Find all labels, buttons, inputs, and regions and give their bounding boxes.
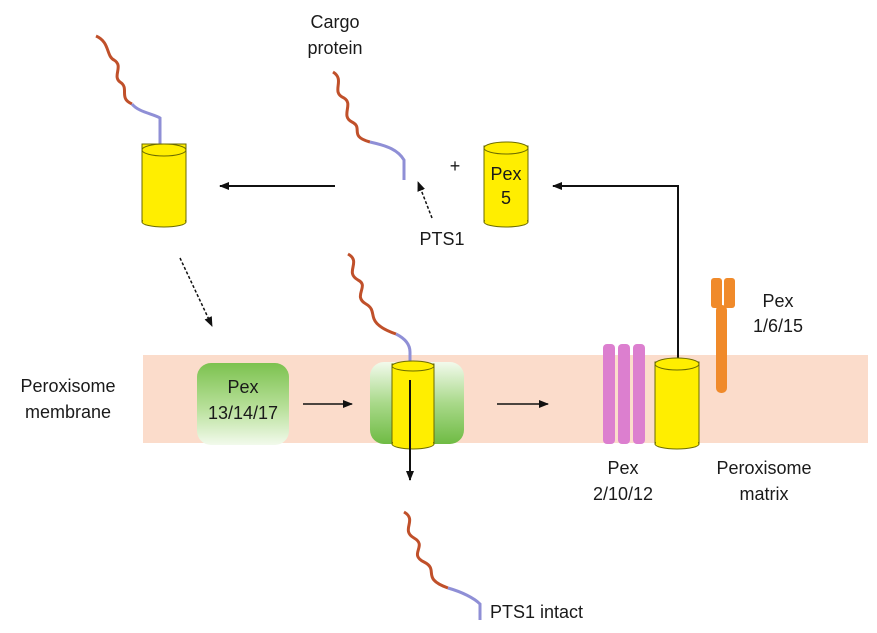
membrane-label-line2: membrane — [25, 402, 111, 422]
pts1-pointer-arrow — [417, 181, 433, 219]
pts1-tail — [369, 140, 406, 180]
cargo-protein-chain — [95, 34, 133, 106]
pex5-cylinder — [141, 143, 187, 228]
matrix-label-line2: matrix — [740, 484, 789, 504]
pts1-label: PTS1 — [419, 229, 464, 249]
cargo-protein-label-line2: protein — [307, 38, 362, 58]
pex2-10-12-label-line2: 2/10/12 — [593, 484, 653, 504]
cargo-protein-chain — [403, 510, 449, 590]
free-pex5-receptor: Pex 5 — [483, 141, 529, 228]
membrane-label-line1: Peroxisome — [20, 376, 115, 396]
released-cargo-protein — [403, 510, 482, 620]
pts1-tail — [395, 332, 412, 364]
recycling-arrow — [552, 182, 679, 360]
pex1-6-15-label-line2: 1/6/15 — [753, 316, 803, 336]
cargo-protein-chain — [332, 70, 371, 144]
pex5-at-membrane — [654, 357, 700, 450]
pex13-14-17-label-line1: Pex — [227, 377, 258, 397]
cargo-protein-label-line1: Cargo — [310, 12, 359, 32]
pex1-6-15-complex — [711, 278, 735, 393]
pex1-6-15-label-line1: Pex — [762, 291, 793, 311]
cargo-protein-chain — [347, 252, 397, 336]
pex5-label-line2: 5 — [501, 188, 511, 208]
pex2-10-12-label-line1: Pex — [607, 458, 638, 478]
pts1-intact-label: PTS1 intact — [490, 602, 583, 622]
pts1-tail — [447, 586, 482, 620]
pex5-label-line1: Pex — [490, 164, 521, 184]
plus-sign: + — [450, 156, 461, 176]
matrix-label-line1: Peroxisome — [716, 458, 811, 478]
pts1-tail — [130, 102, 162, 148]
pex13-14-17-docking-complex: Pex 13/14/17 — [197, 363, 289, 445]
pex2-10-12-complex — [603, 344, 645, 444]
translocation-complex — [347, 252, 464, 481]
docking-arrow — [179, 257, 213, 327]
free-cargo-protein — [332, 70, 406, 180]
pex5-cargo-complex-top-left — [95, 34, 187, 228]
pex13-14-17-label-line2: 13/14/17 — [208, 403, 278, 423]
